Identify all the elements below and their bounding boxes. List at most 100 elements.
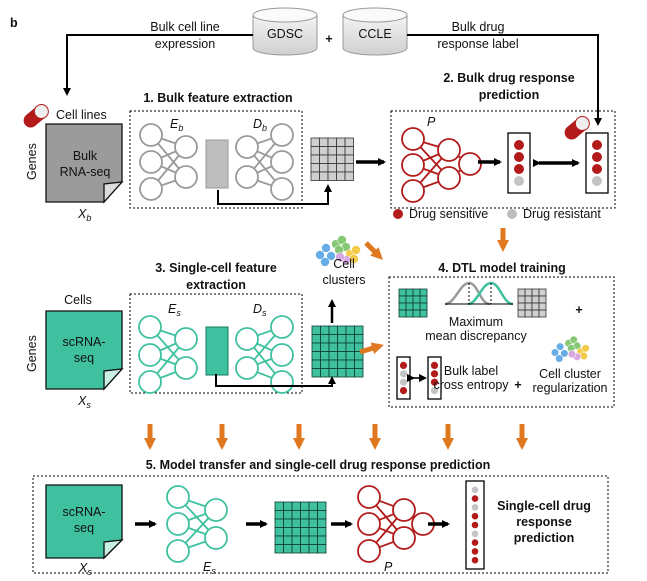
step2-title-line2: prediction bbox=[479, 88, 539, 102]
bulk-latent-to-matrix-arrow bbox=[217, 184, 332, 205]
matrix-cell bbox=[300, 501, 310, 511]
matrix-cell bbox=[517, 309, 526, 318]
resistant-dot bbox=[514, 176, 524, 186]
sensitive-dot bbox=[514, 164, 524, 174]
matrix-cell bbox=[274, 544, 284, 554]
cell-lines-label: Cell lines bbox=[56, 108, 107, 122]
resistant-dot bbox=[399, 370, 408, 378]
bulk-predictor-network bbox=[401, 127, 482, 203]
step5-output-line3: prediction bbox=[514, 531, 574, 545]
matrix-cell bbox=[337, 351, 347, 361]
network-node bbox=[139, 150, 163, 174]
legend-sensitive-dot bbox=[393, 209, 403, 219]
step5-xs-var: Xs bbox=[78, 561, 92, 577]
cluster-cell bbox=[567, 350, 577, 359]
step3-title-line1: 3. Single-cell feature bbox=[155, 261, 277, 275]
cluster-cell bbox=[579, 351, 589, 361]
step2-box bbox=[390, 110, 616, 209]
matrix-cell bbox=[337, 368, 347, 378]
matrix-cell bbox=[524, 295, 533, 304]
bulk-doc-line1: Bulk bbox=[73, 149, 98, 163]
matrix-cell bbox=[320, 325, 330, 335]
matrix-cell bbox=[308, 518, 318, 528]
cluster-cell bbox=[581, 344, 590, 353]
step3-box bbox=[129, 293, 303, 394]
step5-encoder-network bbox=[166, 485, 228, 563]
matrix-cell bbox=[317, 518, 327, 528]
step5-p-label: P bbox=[384, 560, 393, 574]
network-node bbox=[204, 498, 228, 522]
matrix-cell bbox=[336, 137, 346, 147]
ds-label: Ds bbox=[253, 302, 267, 318]
matrix-cell bbox=[412, 295, 421, 304]
matrix-cell bbox=[283, 544, 293, 554]
matrix-cell bbox=[345, 325, 355, 335]
matrix-cell bbox=[327, 154, 337, 164]
clusters-to-dtl-arrow bbox=[364, 241, 383, 260]
sensitive-dot bbox=[471, 521, 479, 529]
bulk-feature-matrix bbox=[310, 137, 354, 181]
network-node bbox=[392, 526, 416, 550]
matrix-cell bbox=[354, 334, 364, 344]
bce-true-labels bbox=[427, 356, 442, 400]
matrix-cell bbox=[319, 137, 329, 147]
matrix-cell bbox=[328, 359, 338, 369]
matrix-cell bbox=[300, 544, 310, 554]
bce-label-line1: Bulk label bbox=[444, 364, 498, 378]
sensitive-dot bbox=[471, 539, 479, 546]
matrix-cell bbox=[274, 501, 284, 511]
legend-sensitive-label: Drug sensitive bbox=[409, 207, 488, 221]
cell-clusters-label-line2: clusters bbox=[322, 273, 365, 287]
sensitive-dot bbox=[514, 140, 524, 150]
sensitive-dot bbox=[399, 361, 408, 369]
matrix-cell bbox=[419, 288, 428, 297]
network-node bbox=[204, 526, 228, 550]
matrix-cell bbox=[344, 154, 354, 164]
label-vector-frame bbox=[585, 132, 609, 194]
panel-label: b bbox=[10, 16, 18, 30]
bulk-rnaseq-document-icon bbox=[45, 123, 124, 204]
scrnaseq-document-icon bbox=[45, 310, 124, 391]
cell-clusters-icon bbox=[315, 235, 361, 267]
pill-icon-left bbox=[23, 104, 49, 128]
resistant-dot bbox=[471, 486, 479, 494]
matrix-cell bbox=[344, 171, 354, 181]
matrix-cell bbox=[327, 171, 337, 181]
matrix-cell bbox=[517, 302, 526, 311]
bulk-latent-layer bbox=[205, 139, 229, 189]
xs-var: Xs bbox=[77, 394, 91, 410]
step5-output-line2: response bbox=[516, 515, 572, 529]
network-node bbox=[138, 343, 162, 367]
matrix-cell bbox=[354, 368, 364, 378]
gdsc-label: GDSC bbox=[267, 27, 303, 41]
transfer-arrows bbox=[144, 424, 528, 450]
network-node bbox=[392, 498, 416, 522]
matrix-cell bbox=[327, 163, 337, 173]
cluster-cell bbox=[555, 354, 564, 363]
plus-sign: + bbox=[325, 32, 332, 46]
network-node bbox=[458, 152, 482, 176]
network-node bbox=[357, 485, 381, 509]
network-node bbox=[270, 123, 294, 147]
matrix-cell bbox=[311, 325, 321, 335]
matrix-cell bbox=[405, 309, 414, 318]
matrix-cell bbox=[337, 359, 347, 369]
expression-arrow bbox=[63, 34, 253, 96]
matrix-cell bbox=[320, 342, 330, 352]
drug-label-arrow bbox=[407, 34, 602, 126]
matrix-cell bbox=[412, 302, 421, 311]
matrix-cell bbox=[538, 309, 547, 318]
matrix-cell bbox=[337, 325, 347, 335]
network-node bbox=[166, 512, 190, 536]
matrix-cell bbox=[524, 302, 533, 311]
network-node bbox=[174, 356, 198, 380]
sensitive-dot bbox=[471, 495, 479, 502]
matrix-cell bbox=[291, 501, 301, 511]
matrix-cell bbox=[310, 137, 320, 147]
network-node bbox=[138, 315, 162, 339]
network-node bbox=[139, 123, 163, 147]
plus-icon-bce: + bbox=[514, 378, 521, 392]
matrix-cell bbox=[328, 368, 338, 378]
genes-axis-sc: Genes bbox=[25, 335, 39, 372]
cluster-cell bbox=[550, 348, 560, 357]
